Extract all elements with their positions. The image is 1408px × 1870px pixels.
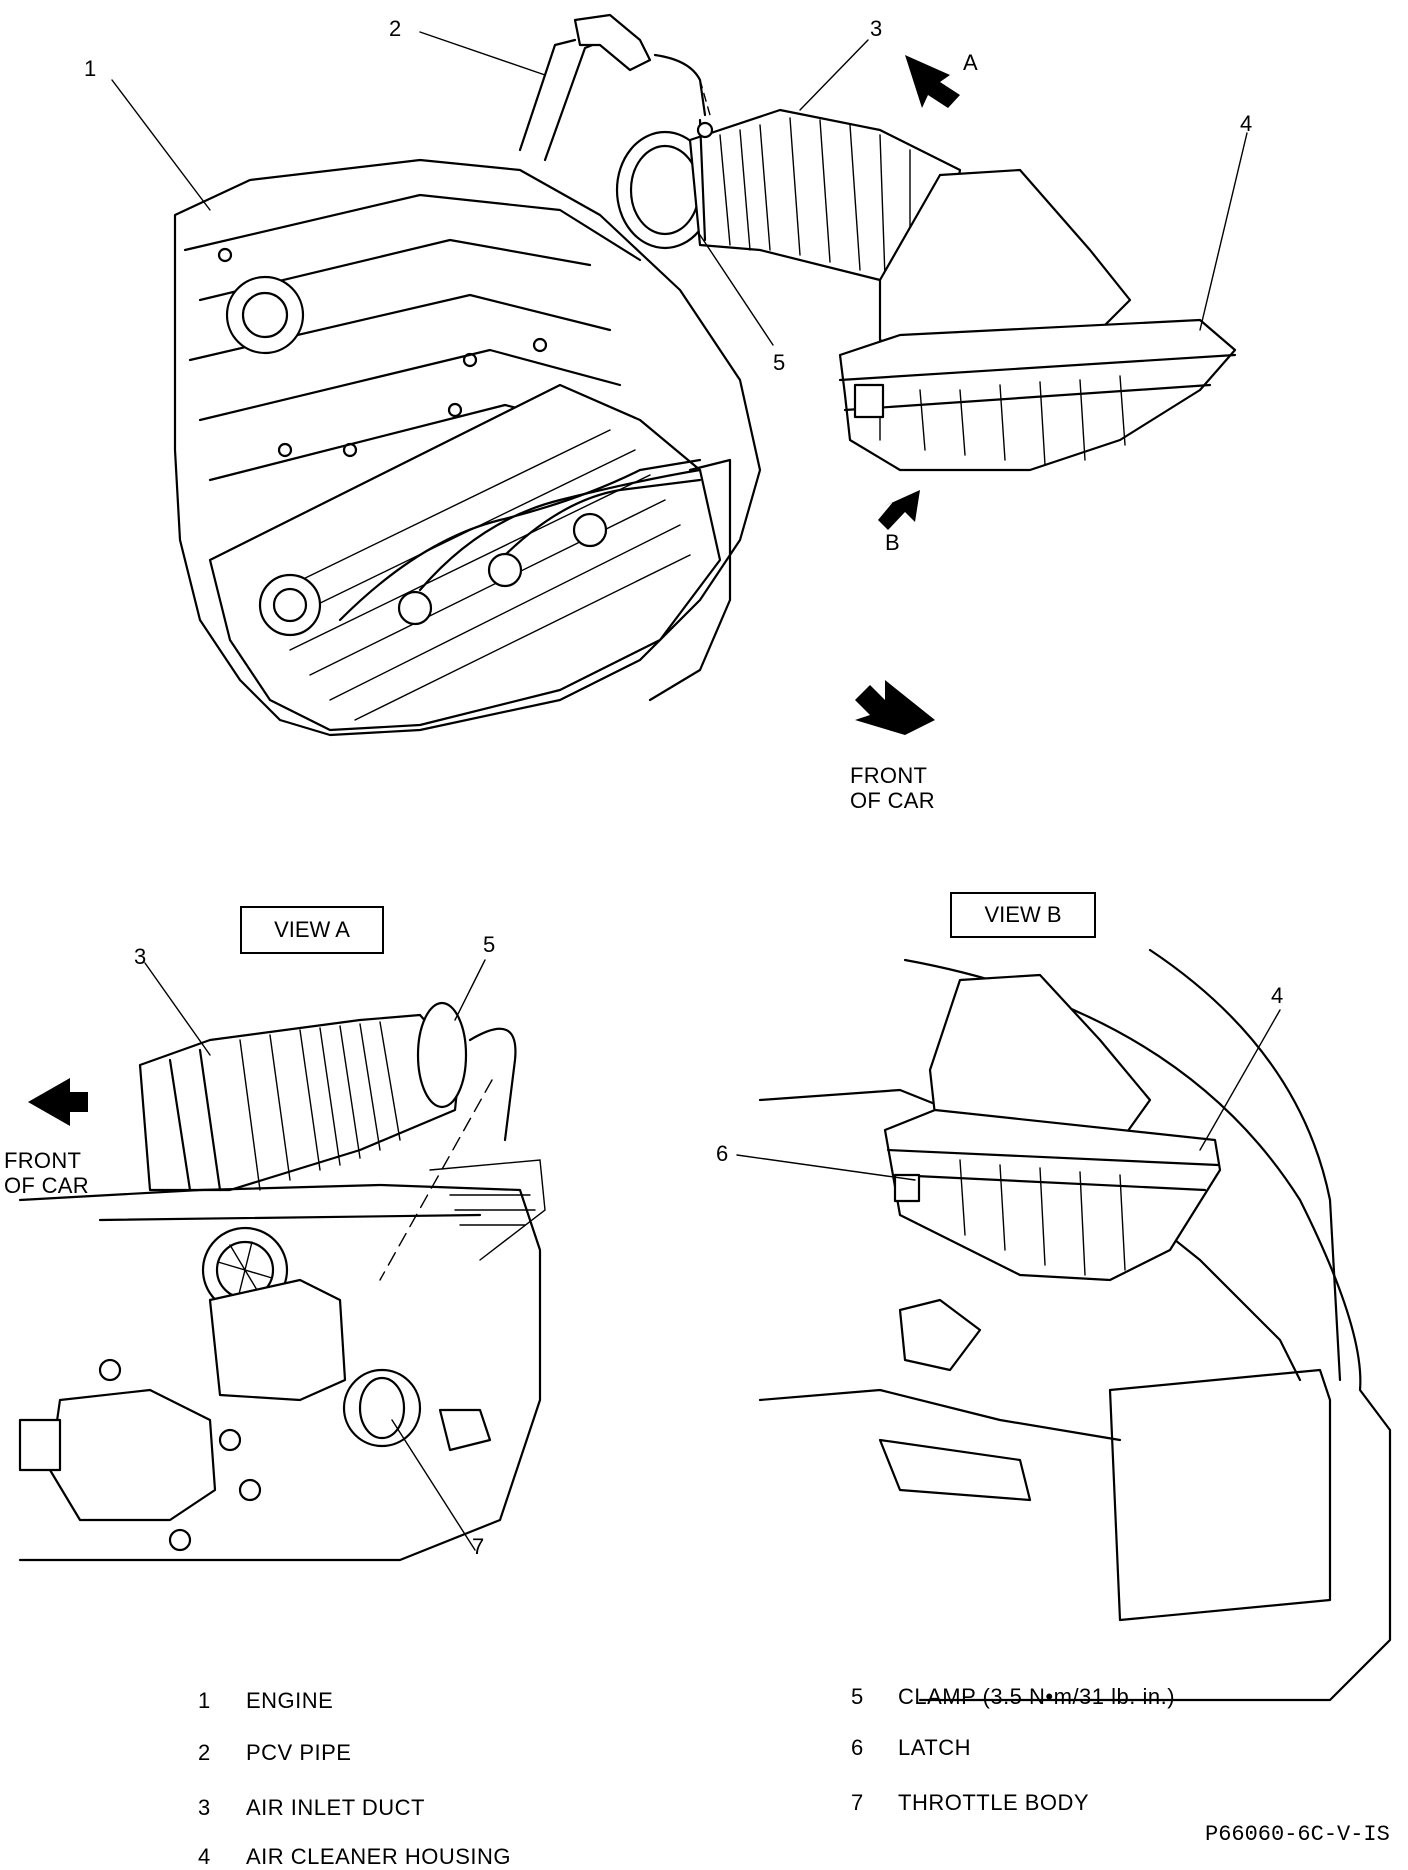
legend-label: ENGINE bbox=[246, 1688, 334, 1713]
leader-view-b-6 bbox=[736, 1154, 916, 1181]
legend-number: 2 bbox=[198, 1740, 211, 1765]
legend-label: PCV PIPE bbox=[246, 1740, 352, 1765]
pcv-pipe-drawing bbox=[518, 13, 711, 162]
legend-number: 3 bbox=[198, 1795, 211, 1820]
view-b-title: VIEW B bbox=[950, 892, 1096, 938]
legend-number: 4 bbox=[198, 1844, 211, 1869]
view-a-callout-7: 7 bbox=[472, 1534, 485, 1559]
front-of-car-top-label: FRONT OF CAR bbox=[850, 763, 935, 814]
view-b-arrow-label: B bbox=[885, 530, 900, 555]
air-cleaner-housing-drawing bbox=[838, 168, 1237, 472]
legend-label: AIR CLEANER HOUSING bbox=[246, 1844, 511, 1869]
view-a-arrow-label: A bbox=[963, 50, 978, 75]
view-a-drawing bbox=[18, 1001, 546, 1562]
legend-number: 5 bbox=[851, 1684, 864, 1709]
view-b-callout-4: 4 bbox=[1271, 983, 1284, 1008]
callout-3: 3 bbox=[870, 16, 883, 41]
air-inlet-duct-drawing bbox=[615, 108, 962, 287]
view-a-arrow bbox=[905, 55, 960, 108]
view-a-callout-5: 5 bbox=[483, 932, 496, 957]
view-b-drawing bbox=[758, 948, 1392, 1702]
callout-1: 1 bbox=[84, 56, 97, 81]
view-b-callout-6: 6 bbox=[716, 1141, 729, 1166]
legend-label: CLAMP (3.5 N•m/31 lb. in.) bbox=[898, 1684, 1176, 1709]
legend-number: 1 bbox=[198, 1688, 211, 1713]
leader-view-a-7 bbox=[391, 1419, 476, 1551]
callout-2: 2 bbox=[389, 16, 402, 41]
leader-4 bbox=[1199, 132, 1248, 331]
front-of-car-left-label: FRONT OF CAR bbox=[4, 1148, 89, 1199]
leader-1 bbox=[111, 79, 211, 211]
engine-drawing bbox=[173, 158, 762, 737]
callout-4: 4 bbox=[1240, 111, 1253, 136]
view-b-arrow bbox=[878, 490, 920, 530]
legend-number: 7 bbox=[851, 1790, 864, 1815]
leader-3 bbox=[799, 39, 869, 111]
legend-number: 6 bbox=[851, 1735, 864, 1760]
legend-label: AIR INLET DUCT bbox=[246, 1795, 425, 1820]
leader-5 bbox=[699, 234, 774, 346]
callout-5: 5 bbox=[773, 350, 786, 375]
legend-label: LATCH bbox=[898, 1735, 971, 1760]
front-of-car-top-arrow bbox=[855, 680, 935, 735]
leader-view-a-5 bbox=[454, 959, 486, 1021]
leader-view-b-4 bbox=[1199, 1009, 1281, 1151]
view-a-title: VIEW A bbox=[240, 906, 384, 954]
front-of-car-left-arrow bbox=[28, 1078, 88, 1126]
leader-view-a-3 bbox=[144, 962, 211, 1056]
figure-id: P66060-6C-V-IS bbox=[1205, 1822, 1390, 1847]
legend-label: THROTTLE BODY bbox=[898, 1790, 1090, 1815]
leader-2 bbox=[419, 31, 546, 76]
view-a-callout-3: 3 bbox=[134, 944, 147, 969]
